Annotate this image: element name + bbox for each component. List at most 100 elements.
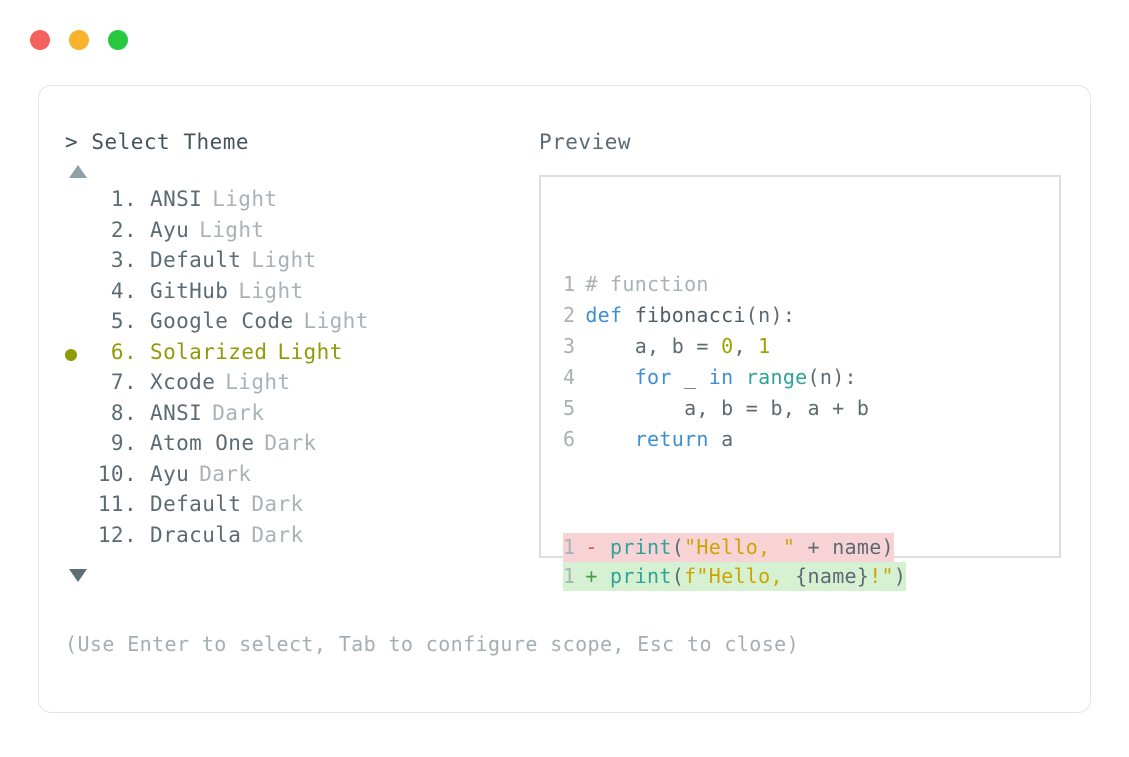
theme-item-index: 6. xyxy=(110,339,137,364)
theme-item-name: ANSI xyxy=(137,187,203,211)
theme-item-index: 5. xyxy=(110,309,137,333)
theme-list-item[interactable]: 7. Xcode Light xyxy=(65,370,535,401)
prompt-title-text: Select Theme xyxy=(91,130,250,154)
selection-bullet-slot xyxy=(65,348,91,361)
diff-minus-icon: - xyxy=(585,535,611,559)
scroll-up-icon[interactable] xyxy=(69,165,87,178)
code-token: a, b = xyxy=(585,334,722,358)
theme-item-name: Xcode xyxy=(137,370,216,394)
code-token: in xyxy=(708,365,734,389)
code-line: 3 a, b = 0, 1 xyxy=(563,331,906,362)
theme-item-variant: Dark xyxy=(264,431,317,455)
code-token xyxy=(585,365,634,389)
keyboard-hint: (Use Enter to select, Tab to configure s… xyxy=(65,632,800,656)
theme-item-index: 4. xyxy=(110,278,137,303)
prompt-caret-icon: > xyxy=(65,130,79,154)
code-line: 1# function xyxy=(563,269,906,300)
theme-item-name: ANSI xyxy=(137,400,203,425)
theme-item-index: 7. xyxy=(110,370,137,394)
code-token: range xyxy=(745,365,808,389)
theme-item-variant: Dark xyxy=(251,522,304,547)
code-token: for xyxy=(634,365,672,389)
page-title: > Select Theme xyxy=(65,130,535,154)
theme-item-name: Atom One xyxy=(137,431,255,455)
diff-plus-icon: + xyxy=(585,564,611,588)
code-token: {name} xyxy=(795,564,870,588)
theme-item-index: 11. xyxy=(97,492,137,516)
theme-item-index: 9. xyxy=(110,431,137,455)
code-token: a, b = b, a + b xyxy=(585,396,870,420)
theme-item-index: 10. xyxy=(97,461,137,486)
window-controls xyxy=(30,30,128,50)
theme-list-item[interactable]: 4. GitHub Light xyxy=(65,279,535,310)
code-line: 4 for _ in range(n): xyxy=(563,362,906,393)
theme-item-name: Google Code xyxy=(137,309,294,333)
theme-item-name: Default xyxy=(137,492,242,516)
theme-list-item[interactable]: 11. Default Dark xyxy=(65,492,535,523)
theme-item-index: 1. xyxy=(110,187,137,211)
code-token xyxy=(733,365,745,389)
theme-item-index: 8. xyxy=(110,400,137,425)
theme-list-item[interactable]: 10. Ayu Dark xyxy=(65,462,535,493)
code-token: print xyxy=(610,564,672,588)
code-line: 6 return a xyxy=(563,424,906,455)
code-token: _ xyxy=(671,365,709,389)
theme-item-variant: Light xyxy=(199,217,265,242)
line-number: 3 xyxy=(563,334,576,358)
code-token: (n): xyxy=(807,365,857,389)
code-token: fibonacci xyxy=(634,303,746,327)
theme-item-name: Solarized xyxy=(137,339,268,364)
theme-item-index: 2. xyxy=(110,217,137,242)
theme-list-item[interactable]: 5. Google Code Light xyxy=(65,309,535,340)
close-window-button[interactable] xyxy=(30,30,50,50)
preview-label: Preview xyxy=(539,130,632,154)
code-token: ) xyxy=(893,564,907,588)
line-number: 4 xyxy=(563,365,576,389)
code-token: ( xyxy=(671,535,685,559)
theme-item-variant: Light xyxy=(238,278,304,303)
theme-item-name: Ayu xyxy=(137,461,190,486)
code-line: 5 a, b = b, a + b xyxy=(563,393,906,424)
code-token: 1 xyxy=(758,334,771,358)
theme-item-name: Default xyxy=(137,248,242,272)
theme-item-variant: Light xyxy=(225,370,291,394)
theme-list-item[interactable]: 9. Atom One Dark xyxy=(65,431,535,462)
code-token: print xyxy=(610,535,672,559)
diff-added-line: 1+ print(f"Hello, {name}!") xyxy=(563,562,907,591)
code-token: 0 xyxy=(721,334,734,358)
theme-item-variant: Light xyxy=(303,309,369,333)
minimize-window-button[interactable] xyxy=(69,30,89,50)
code-token: !" xyxy=(869,564,894,588)
line-number: 1 xyxy=(563,272,576,296)
code-token: (n): xyxy=(745,303,796,327)
code-token xyxy=(585,427,634,451)
code-token: + name) xyxy=(795,535,894,559)
line-number: 2 xyxy=(563,303,576,327)
diff-lines: 1- print("Hello, " + name)1+ print(f"Hel… xyxy=(563,533,907,591)
theme-item-variant: Dark xyxy=(251,492,304,516)
theme-list-item[interactable]: 2. Ayu Light xyxy=(65,218,535,249)
code-token: return xyxy=(634,427,709,451)
theme-item-name: Ayu xyxy=(137,217,190,242)
theme-item-name: GitHub xyxy=(137,278,229,303)
diff-row: 1+ print(f"Hello, {name}!") xyxy=(563,562,907,591)
theme-item-variant: Dark xyxy=(199,461,252,486)
diff-deleted-line: 1- print("Hello, " + name) xyxy=(563,533,894,562)
maximize-window-button[interactable] xyxy=(108,30,128,50)
selected-bullet-icon xyxy=(65,348,77,361)
code-token: ( xyxy=(671,564,685,588)
diff-row: 1- print("Hello, " + name) xyxy=(563,533,906,562)
scroll-down-icon[interactable] xyxy=(69,569,87,582)
